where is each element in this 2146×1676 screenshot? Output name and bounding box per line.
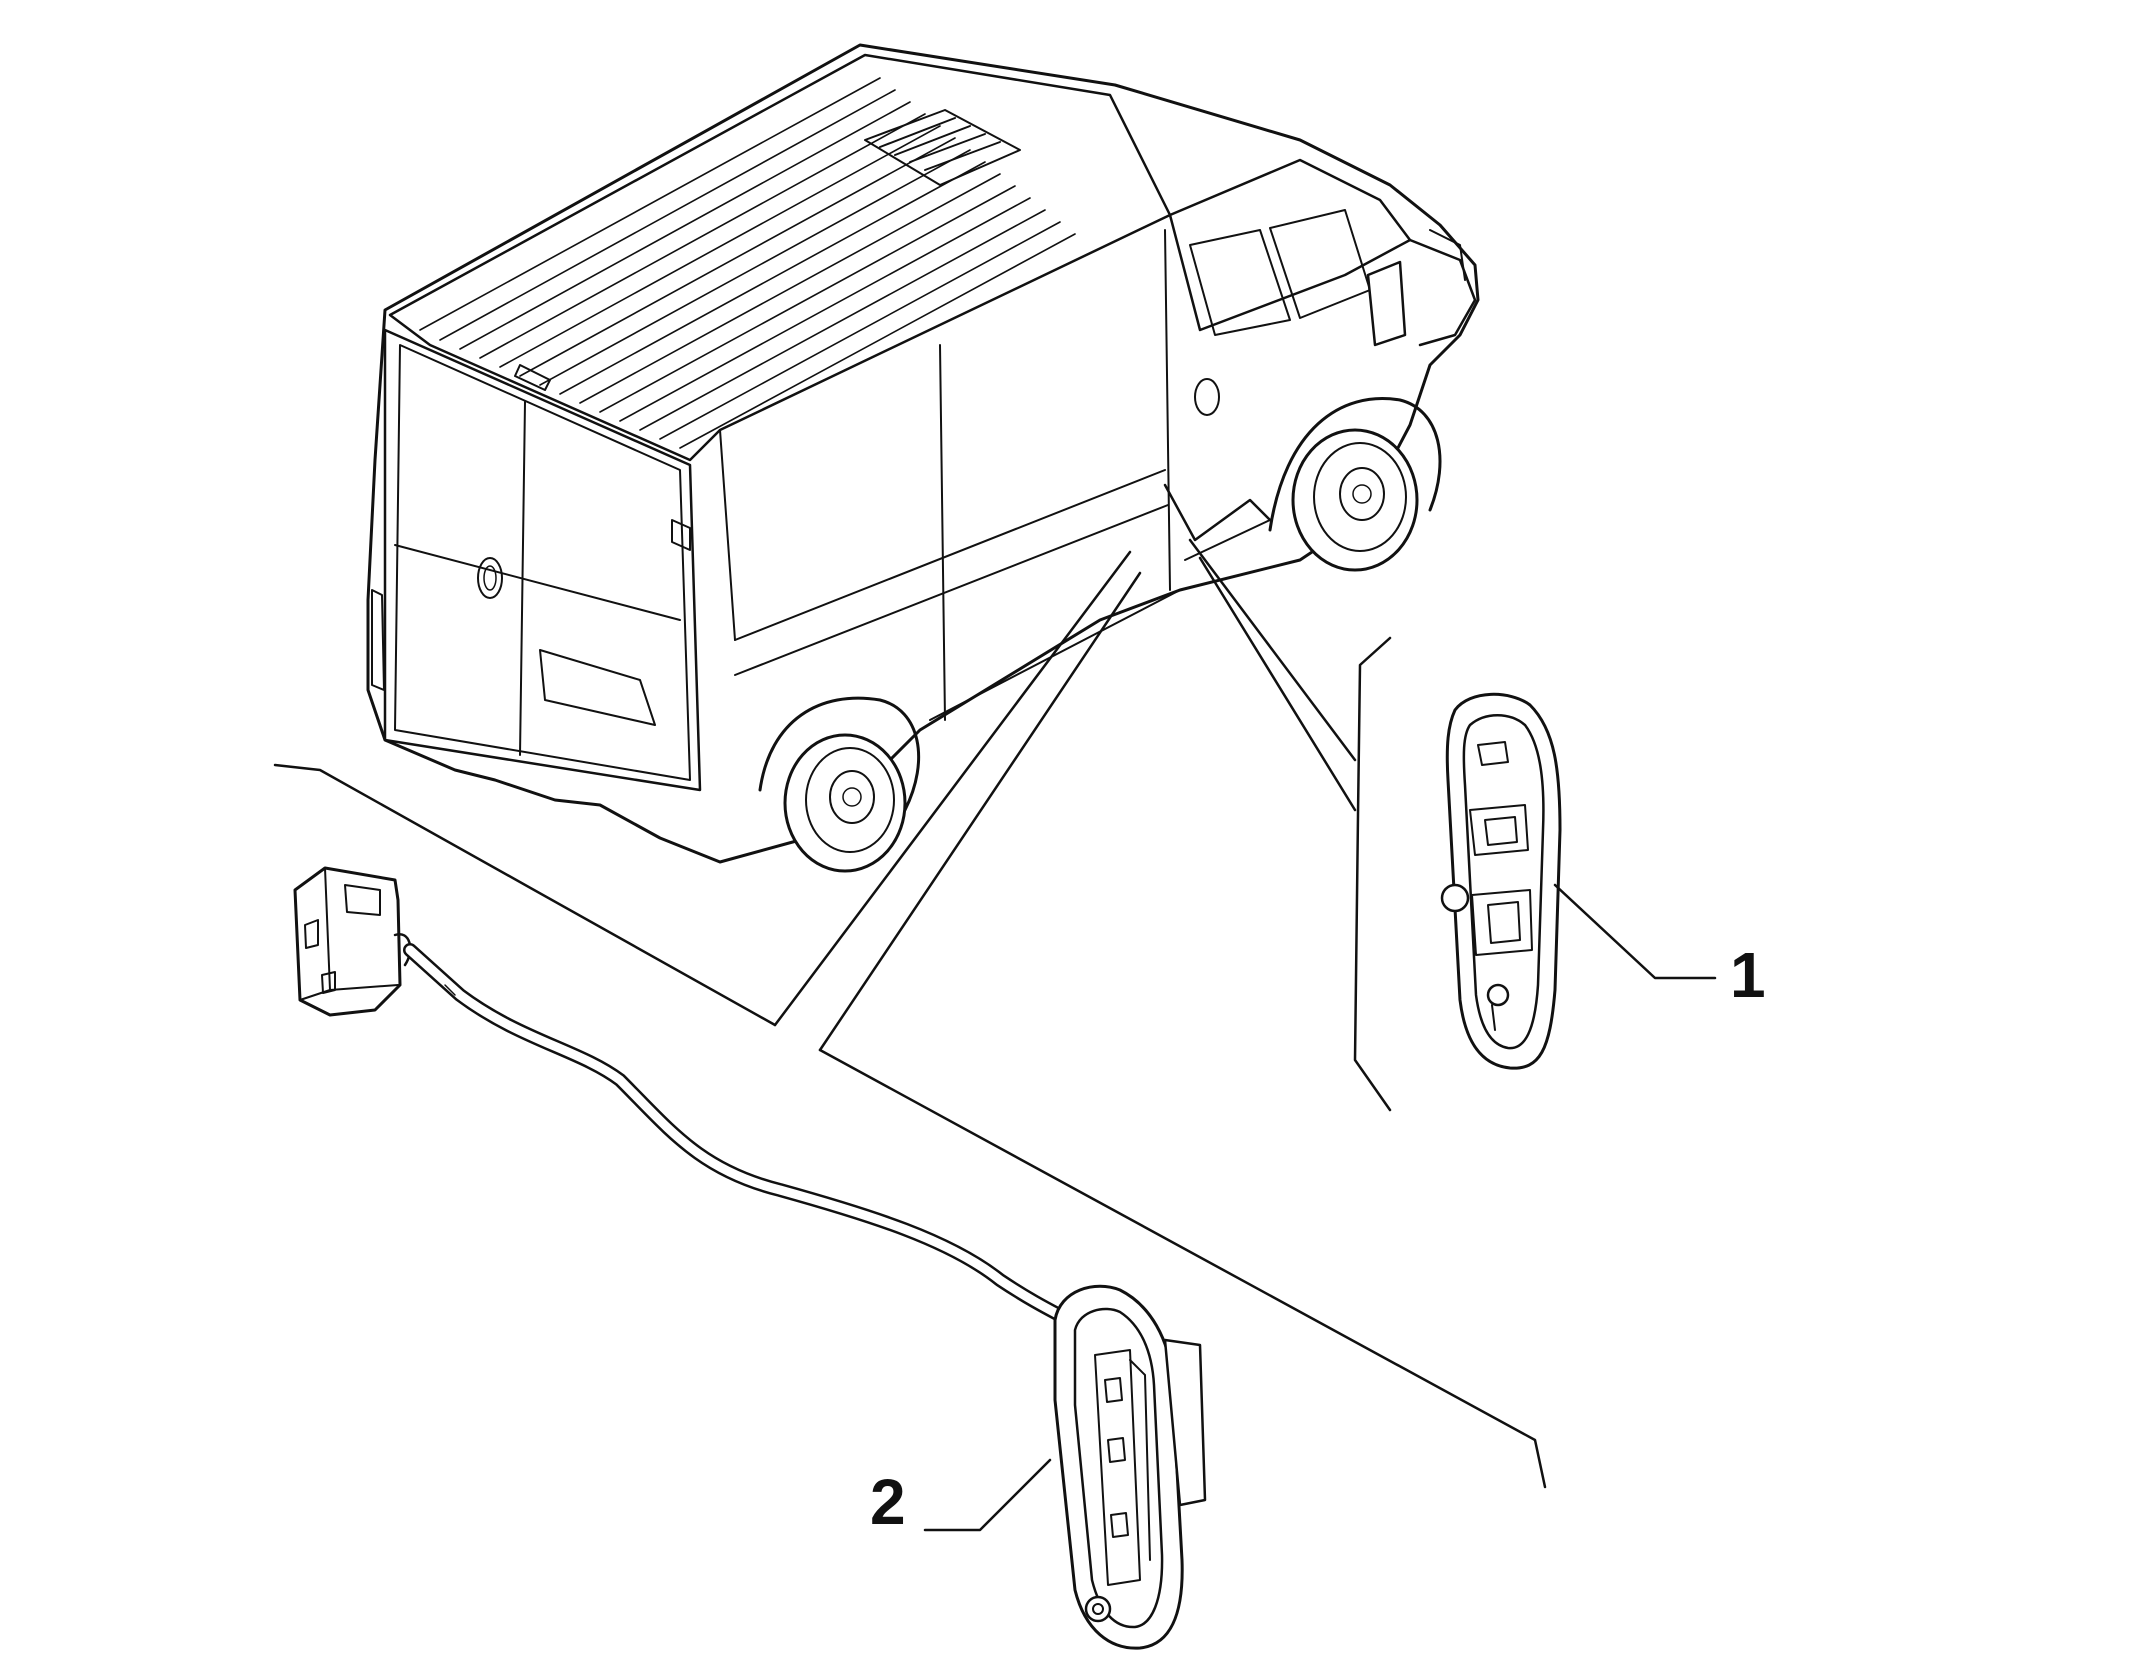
roof-vent-icon xyxy=(864,109,1021,186)
callout-2: 2 xyxy=(870,1458,1052,1538)
connector-icon xyxy=(293,866,412,1017)
leader-lines xyxy=(773,538,1357,1052)
part-1-switch xyxy=(1440,692,1562,1070)
callout-1-number: 1 xyxy=(1730,939,1766,1011)
rear-doors xyxy=(371,328,702,792)
callout-2-number: 2 xyxy=(870,1466,906,1538)
front-wheel-icon xyxy=(1268,397,1442,572)
callout-1: 1 xyxy=(1553,883,1766,1011)
rear-wheel-icon xyxy=(758,696,921,873)
roof-ribs-icon xyxy=(419,77,1076,449)
detail-frame-part-2 xyxy=(273,763,1547,1489)
van-illustration xyxy=(366,43,1480,873)
detail-frame-part-1 xyxy=(1353,636,1392,1112)
part-2-handle-with-cable xyxy=(293,866,1207,1650)
